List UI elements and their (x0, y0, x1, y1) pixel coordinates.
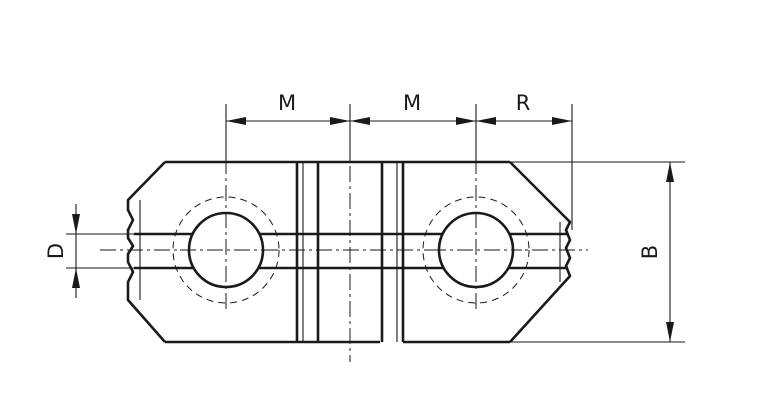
dim-d-label: D (44, 243, 68, 259)
dim-r-label: R (516, 91, 531, 115)
dim-b-label: B (638, 245, 662, 259)
right-mounting-hole (422, 104, 530, 312)
left-serrated-face (126, 161, 166, 343)
slot-dimension-d: D (44, 204, 134, 298)
height-dimension-b: B (510, 161, 685, 343)
top-dimension-chain: M M R (225, 91, 573, 230)
central-groove (295, 162, 405, 342)
center-lines (100, 112, 588, 362)
left-mounting-hole (172, 104, 280, 312)
dim-m-right-label: M (403, 91, 421, 115)
right-serrated-face (509, 161, 572, 343)
dim-m-left-label: M (278, 91, 296, 115)
jaw-body (126, 160, 572, 344)
